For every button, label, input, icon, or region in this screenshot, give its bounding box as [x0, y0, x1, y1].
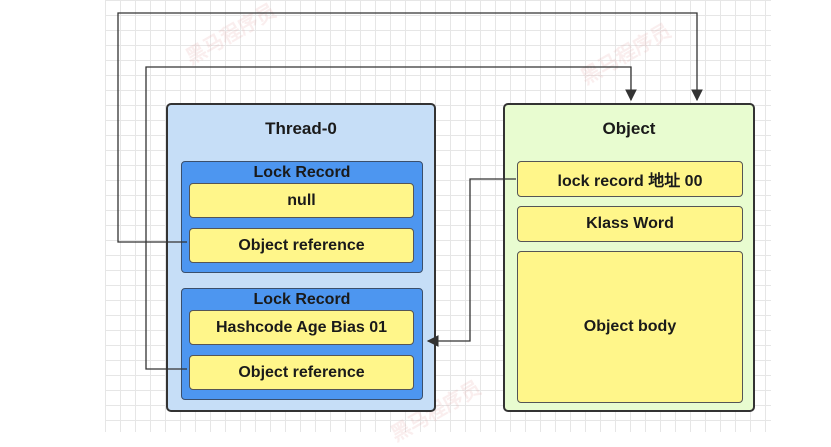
mark-word-cell: lock record 地址 00 — [517, 161, 743, 197]
object-title: Object — [602, 119, 656, 138]
null-cell: null — [189, 183, 414, 218]
lock-record-pointer-arrow — [426, 178, 516, 347]
object-reference-cell: Object reference — [189, 355, 414, 390]
thread-title: Thread-0 — [265, 119, 337, 138]
reference-arrow-2 — [145, 66, 637, 370]
connector-lines — [117, 12, 703, 370]
mark-word-cell: Hashcode Age Bias 01 — [189, 310, 414, 345]
klass-word-cell: Klass Word — [517, 206, 743, 242]
lock-record-2: Lock Record Hashcode Age Bias 01 Object … — [181, 288, 423, 400]
lock-record-title: Lock Record — [253, 291, 351, 308]
lock-record-title: Lock Record — [253, 164, 351, 181]
diagram-canvas: 黑马程序员 黑马程序员 黑马程序员 Thread-0 Lock Record n… — [105, 0, 771, 446]
object-reference-cell: Object reference — [189, 228, 414, 263]
object-panel: Object lock record 地址 00 Klass Word Obje… — [503, 103, 755, 412]
thread-panel: Thread-0 Lock Record null Object referen… — [166, 103, 436, 412]
reference-arrow-1 — [117, 12, 703, 243]
object-body-cell: Object body — [517, 251, 743, 403]
lock-record-1: Lock Record null Object reference — [181, 161, 423, 273]
